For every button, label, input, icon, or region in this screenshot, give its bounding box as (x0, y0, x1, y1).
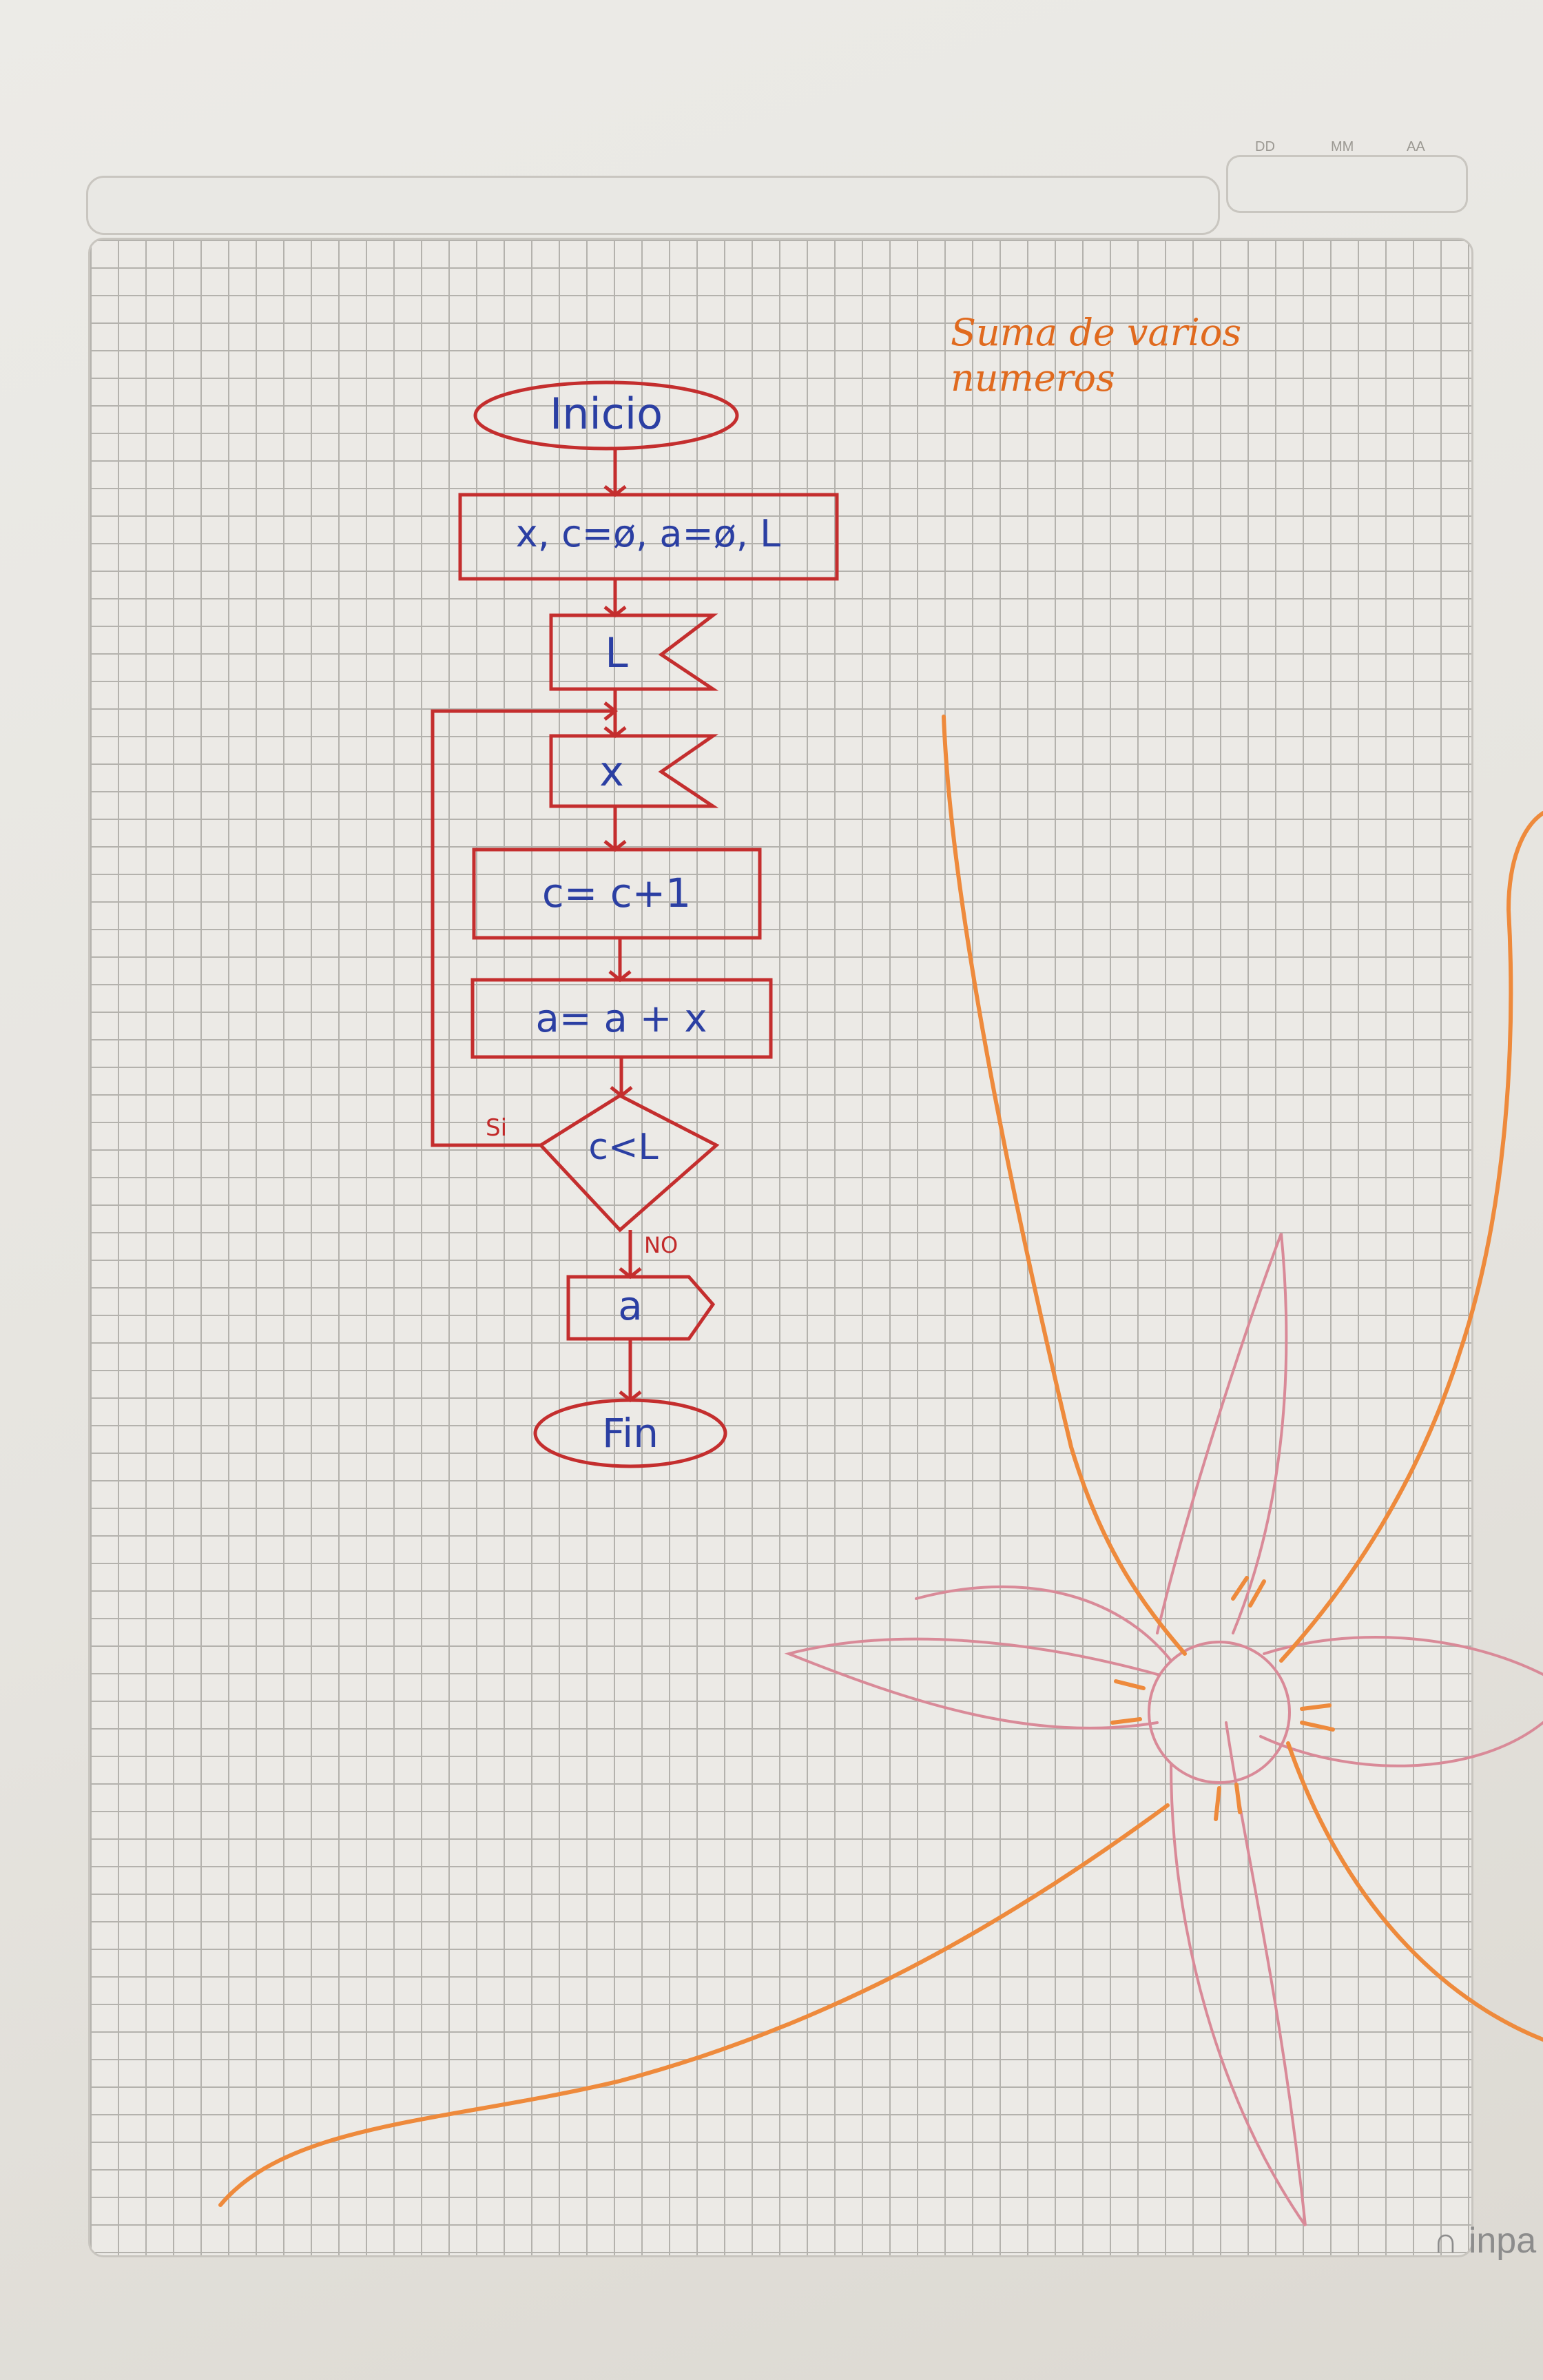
date-label-day: DD (1255, 139, 1275, 154)
page-title: Suma de varios numeros (951, 311, 1242, 400)
date-box (1226, 155, 1468, 213)
flower-drawing (218, 715, 1543, 2227)
grid-area (88, 238, 1473, 2257)
brand-icon: ∩ (1433, 2221, 1459, 2261)
header-bar (86, 176, 1220, 235)
read-l-label: L (605, 629, 628, 677)
flowchart (431, 380, 839, 1468)
read-x-input-shape (549, 734, 719, 808)
output-label: a (618, 1282, 643, 1329)
date-label-year: AA (1407, 139, 1425, 154)
init-label: x, c=ø, a=ø, L (516, 512, 780, 555)
read-l-input-shape (549, 613, 719, 691)
init-process-box (458, 493, 839, 581)
condition-label: c<L (588, 1127, 658, 1168)
flow-connectors (431, 449, 642, 1403)
start-label: Inicio (550, 389, 663, 439)
condition-decision-diamond (538, 1094, 720, 1233)
date-label-month: MM (1331, 139, 1354, 154)
flowchart-labels: Inicio x, c=ø, a=ø, L L x c= c+1 a= a + … (486, 389, 780, 1457)
accumulate-label: a= a + x (535, 996, 707, 1041)
no-branch-label: NO (644, 1232, 678, 1258)
end-label: Fin (602, 1410, 659, 1457)
counter-label: c= c+1 (542, 870, 691, 916)
yes-branch-label: Si (486, 1114, 507, 1142)
output-display-shape (566, 1275, 716, 1341)
read-x-label: x (599, 748, 624, 796)
brand-logo: ∩ inpa (1433, 2220, 1536, 2261)
brand-text: inpa (1468, 2221, 1537, 2261)
start-terminal (473, 380, 739, 451)
